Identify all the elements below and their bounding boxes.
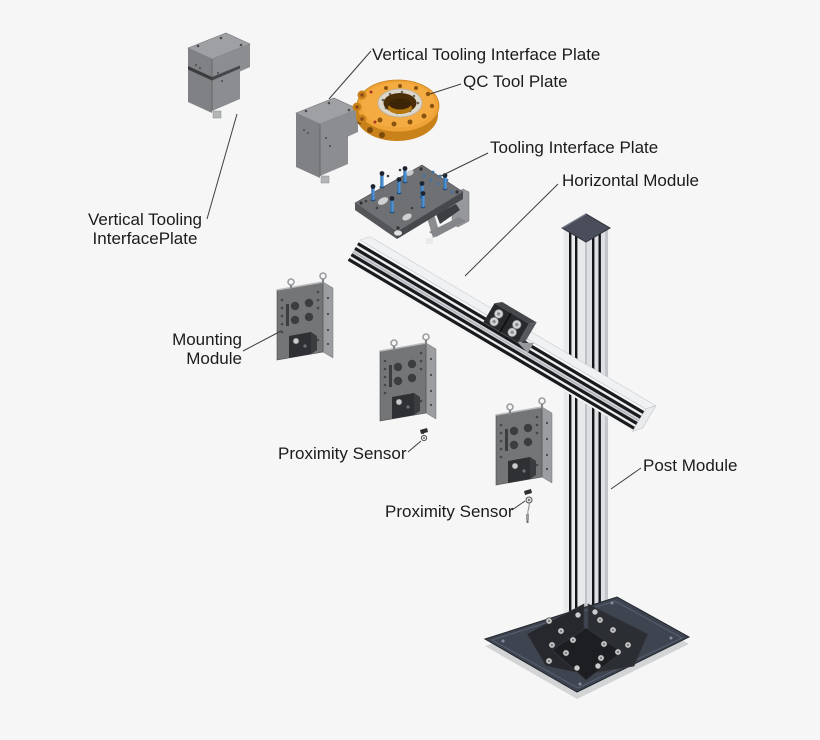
leader-horizontal-module [464, 183, 559, 277]
label-line-1: Mounting [172, 330, 242, 349]
leader-post-module [610, 467, 642, 490]
label-vertical-tooling-interface-plate: Vertical Tooling Interface Plate [372, 45, 601, 64]
leader-proximity-sensor-2 [511, 500, 526, 511]
leader-proximity-sensor-1 [407, 440, 422, 453]
base-gussets [526, 603, 649, 681]
qc-plate-lugs [352, 90, 377, 124]
leader-qc-tool-plate [429, 83, 462, 95]
label-proximity-sensor-lower: Proximity Sensor [385, 502, 514, 521]
horizontal-module-rail [346, 236, 657, 432]
label-line-2: Module [186, 349, 242, 368]
label-horizontal-module: Horizontal Module [562, 171, 700, 190]
qc-tool-plate [352, 79, 440, 141]
vertical-tooling-plate-top-left [187, 32, 251, 119]
label-tooling-interface-plate: Tooling Interface Plate [490, 138, 659, 157]
label-line-1: Vertical Tooling [87, 210, 203, 229]
label-line-2: InterfacePlate [92, 229, 198, 248]
tooling-interface-plate [354, 164, 470, 244]
leader-tooling-interface-plate [440, 152, 489, 177]
proximity-sensor-icon-2 [524, 489, 533, 523]
leader-vertical-tooling-top [328, 50, 372, 100]
base-corner-screws [501, 601, 673, 686]
mounting-module-3 [495, 397, 553, 486]
qc-plate-holes [377, 84, 435, 127]
label-qc-tool-plate: QC Tool Plate [463, 72, 568, 91]
label-proximity-sensor-upper: Proximity Sensor [278, 444, 407, 463]
proximity-sensor-icon-1 [420, 428, 428, 442]
leader-mounting-module [242, 330, 282, 352]
label-post-module: Post Module [643, 456, 738, 475]
label-vertical-tooling-interfaceplate-left: Vertical Tooling InterfacePlate [83, 210, 207, 248]
leader-vertical-tooling-left [206, 113, 238, 220]
vertical-tooling-plate-upper-middle [295, 97, 359, 184]
label-mounting-module: Mounting Module [158, 330, 242, 368]
gusset-bolts [545, 608, 632, 672]
mounting-module-2 [379, 333, 437, 422]
post-module [561, 213, 611, 643]
rail-carriage [483, 302, 537, 354]
leader-lines [206, 50, 642, 511]
mounting-module-1 [276, 272, 334, 361]
